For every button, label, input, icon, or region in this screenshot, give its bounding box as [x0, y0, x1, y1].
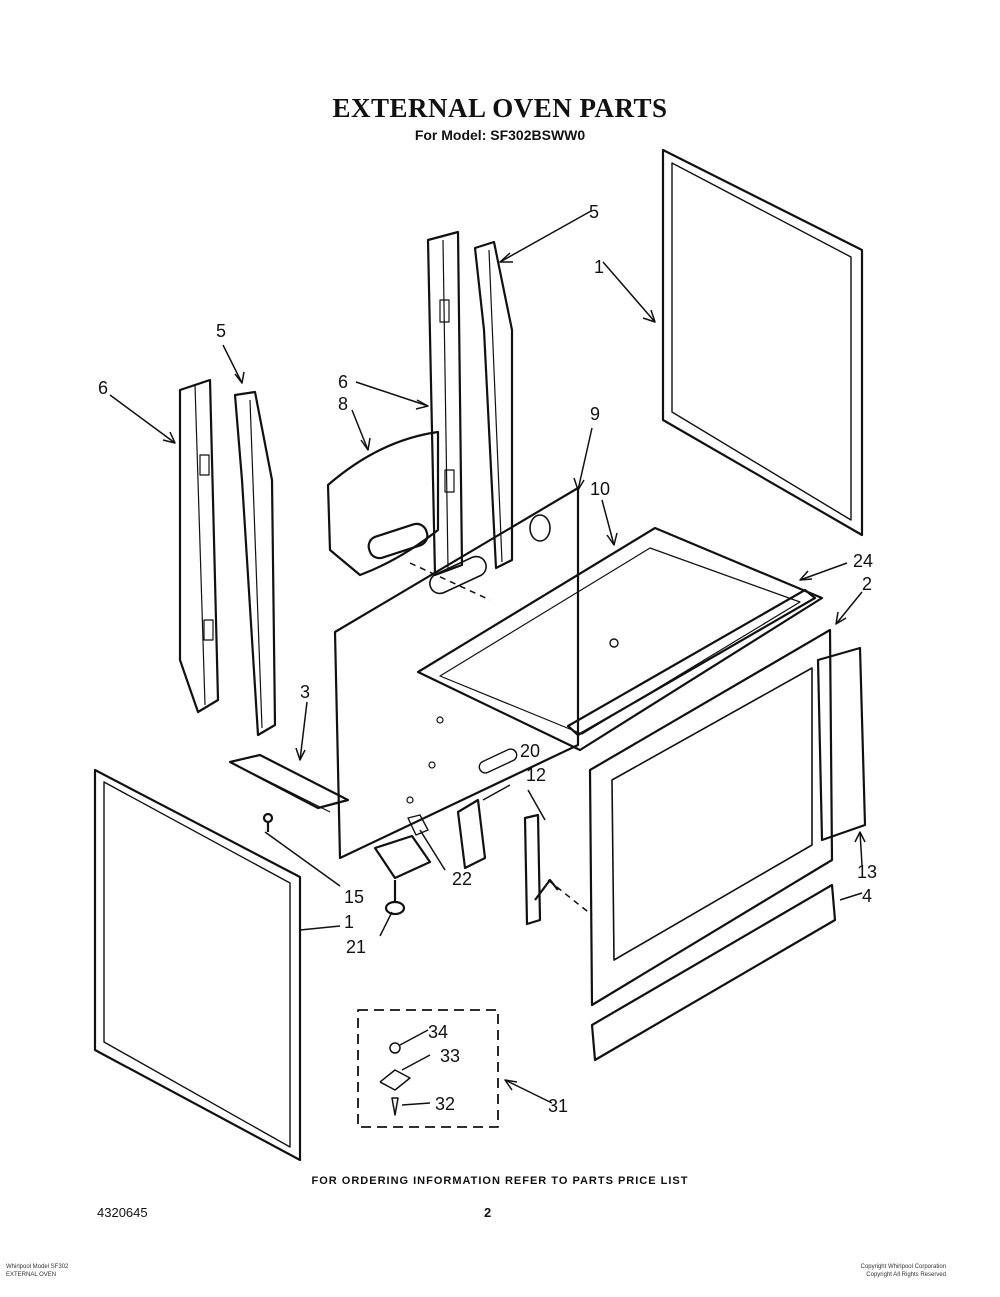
callout-5-left: 5	[216, 321, 226, 341]
front-frame	[588, 628, 834, 1007]
callout-6-left: 6	[98, 378, 108, 398]
callout-10: 10	[590, 479, 610, 499]
lower-trim	[590, 883, 837, 1062]
door-hinge	[523, 813, 559, 926]
side-channel-center	[426, 230, 464, 577]
side-bracket-left	[233, 390, 277, 737]
callout-12: 12	[526, 765, 546, 785]
side-panel-right	[661, 148, 864, 537]
oven-bottom-plate	[416, 526, 824, 752]
fine-print-right: Copyright Whirlpool Corporation Copyrigh…	[860, 1264, 946, 1278]
callout-21: 21	[346, 937, 366, 957]
callout-31: 31	[548, 1096, 568, 1116]
side-panel-left	[93, 768, 302, 1162]
callout-34: 34	[428, 1022, 448, 1042]
ordering-note: FOR ORDERING INFORMATION REFER TO PARTS …	[311, 1175, 689, 1187]
document-number: 4320645	[97, 1205, 148, 1220]
page-title: EXTERNAL OVEN PARTS	[332, 93, 668, 123]
callout-6-center: 6	[338, 372, 348, 392]
callout-13: 13	[857, 862, 877, 882]
callout-20: 20	[520, 741, 540, 761]
leveler-foot	[384, 880, 406, 916]
callout-32: 32	[435, 1094, 455, 1114]
callout-22: 22	[452, 869, 472, 889]
screw	[262, 812, 274, 832]
latch-bracket	[456, 798, 487, 870]
callout-2: 2	[862, 574, 872, 594]
side-channel-left	[178, 378, 220, 714]
callout-33: 33	[440, 1046, 460, 1066]
model-subtitle: For Model: SF302BSWW0	[414, 127, 586, 143]
fine-print-left: Whirlpool Model SF302 EXTERNAL OVEN	[6, 1264, 69, 1278]
leveler-block	[373, 814, 432, 880]
callout-labels: 5 1 5 6 6 8 9 10 24 2 3 20 12 13 22 4 15…	[98, 202, 877, 1116]
callout-15: 15	[344, 887, 364, 907]
anti-tip-kit	[357, 1009, 499, 1128]
rear-panel	[333, 486, 580, 860]
vent-duct	[326, 430, 440, 577]
page-number: 2	[484, 1205, 492, 1220]
callout-8: 8	[338, 394, 348, 414]
callout-5-top: 5	[589, 202, 599, 222]
callout-1-top: 1	[594, 257, 604, 277]
oven-gasket	[816, 646, 867, 842]
side-bracket-center	[473, 240, 514, 570]
callout-24: 24	[853, 551, 873, 571]
callout-4: 4	[862, 886, 872, 906]
callout-1-bottom: 1	[344, 912, 354, 932]
callout-9: 9	[590, 404, 600, 424]
callout-3: 3	[300, 682, 310, 702]
front-strip	[566, 588, 817, 737]
front-brace	[228, 753, 350, 813]
leader-lines	[109, 210, 866, 1106]
